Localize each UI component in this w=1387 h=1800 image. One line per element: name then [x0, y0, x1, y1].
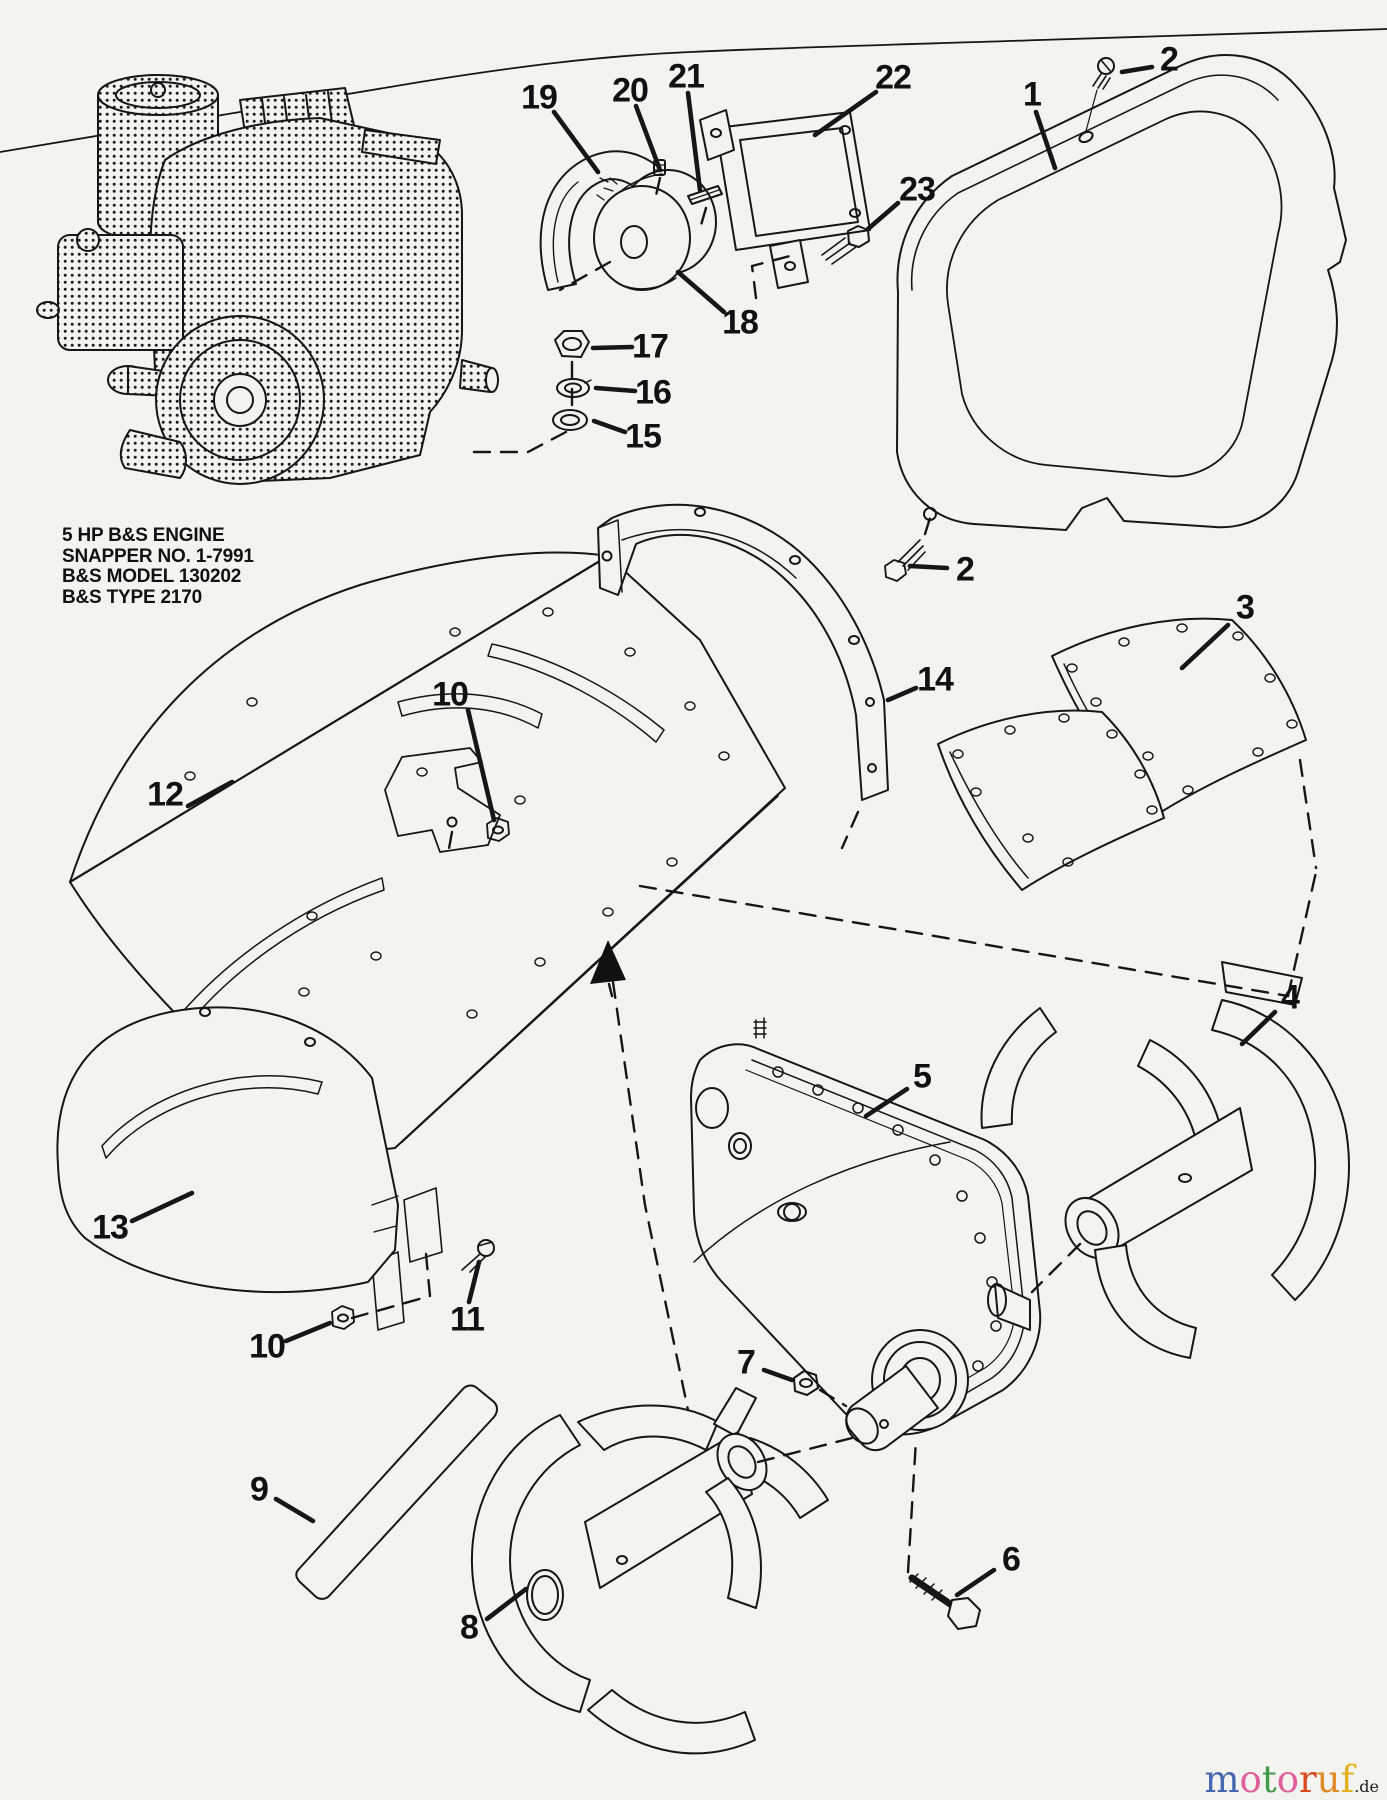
logo-letter: o	[1276, 1758, 1299, 1800]
part-21-key	[687, 185, 723, 205]
part-15-flat-washer	[552, 409, 588, 431]
callout-16: 16	[635, 373, 672, 412]
callout-2-top: 2	[1160, 40, 1179, 79]
logo-letter: f	[1340, 1758, 1355, 1800]
callout-22: 22	[875, 58, 912, 97]
callout-7: 7	[737, 1343, 756, 1382]
part-9-decal	[295, 1384, 498, 1600]
callout-19: 19	[521, 78, 558, 117]
part-8-left-tine	[470, 1387, 829, 1755]
engine-caption-line: 5 HP B&S ENGINE	[62, 525, 225, 546]
callout-10-top: 10	[432, 675, 469, 714]
callout-9: 9	[250, 1470, 269, 1509]
part-13-front-shield	[56, 1006, 399, 1330]
callout-23: 23	[899, 170, 936, 209]
callout-3: 3	[1236, 588, 1255, 627]
part-7-nut	[793, 1370, 819, 1396]
part-2-screw-mid	[884, 539, 926, 582]
callout-12: 12	[147, 775, 184, 814]
logo-letter: t	[1261, 1758, 1277, 1800]
callout-17: 17	[632, 327, 669, 366]
part-5-chain-case	[690, 1017, 1042, 1452]
part-2-screw-top	[1085, 57, 1115, 132]
part-6-bolt	[908, 1573, 981, 1630]
callout-5: 5	[913, 1057, 932, 1096]
callout-14: 14	[917, 660, 954, 699]
engine-drawing	[36, 74, 499, 485]
callout-21: 21	[668, 57, 705, 96]
callout-6: 6	[1002, 1540, 1021, 1579]
callout-10-low: 10	[249, 1327, 286, 1366]
part-14-side-panel	[597, 503, 889, 801]
engine-caption-line: B&S TYPE 2170	[62, 586, 202, 608]
callout-2-mid: 2	[956, 550, 975, 589]
part-3-extension-panels	[937, 617, 1307, 891]
leader-lines	[129, 64, 1278, 1622]
callout-20: 20	[612, 71, 649, 110]
callout-4: 4	[1281, 978, 1300, 1017]
part-4-right-tine	[980, 961, 1350, 1359]
callout-11: 11	[450, 1300, 485, 1339]
callout-18: 18	[722, 303, 759, 342]
callout-8: 8	[460, 1608, 479, 1647]
part-1-belt-cover	[896, 54, 1347, 531]
engine-caption-line: SNAPPER NO. 1-7991	[62, 545, 254, 567]
part-17-nut	[554, 330, 590, 358]
logo-letter: r	[1298, 1758, 1317, 1800]
engine-caption: 5 HP B&S ENGINE SNAPPER NO. 1-7991 B&S M…	[62, 525, 254, 608]
callout-1: 1	[1023, 75, 1042, 114]
callout-13: 13	[92, 1208, 129, 1247]
part-16-lock-washer	[556, 378, 592, 398]
alignment-dashes	[350, 176, 1318, 1574]
assembly-arrow	[590, 940, 626, 998]
callout-15: 15	[625, 417, 662, 456]
logo-letter: o	[1239, 1758, 1262, 1800]
logo-letter: u	[1316, 1758, 1341, 1800]
part-18-pulley	[593, 169, 717, 291]
engine-caption-line: B&S MODEL 130202	[62, 566, 242, 587]
part-23-screw	[821, 225, 870, 265]
part-22-bracket	[699, 109, 871, 289]
motoruf-logo[interactable]: motoruf.de	[1204, 1761, 1379, 1798]
logo-suffix: .de	[1354, 1777, 1379, 1796]
logo-letter: m	[1204, 1758, 1240, 1800]
